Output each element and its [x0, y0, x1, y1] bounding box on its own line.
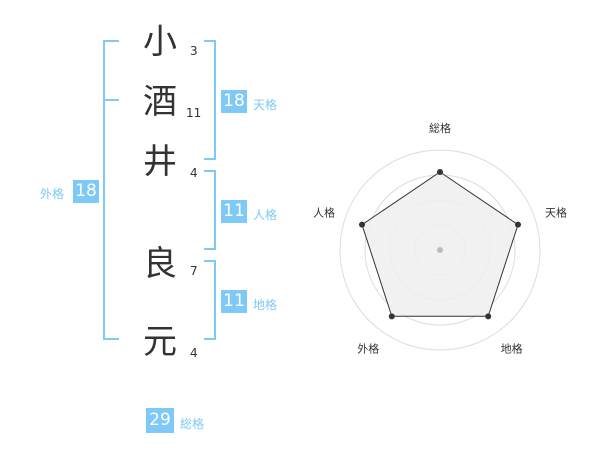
tenkaku-label: 天格 — [253, 98, 278, 112]
radar-point — [359, 221, 366, 228]
name-char-1: 小 — [143, 22, 177, 62]
radar-polygon — [361, 171, 519, 317]
gaikaku-mid-tick — [103, 99, 119, 101]
tenkaku-bracket — [204, 40, 216, 160]
radar-axis-label: 外格 — [357, 342, 379, 356]
soukaku-label: 総格 — [180, 417, 205, 431]
gaikaku-bracket — [103, 40, 119, 340]
tenkaku-value: 18 — [221, 90, 247, 113]
gaikaku-value: 18 — [73, 180, 99, 203]
chikaku-bracket — [204, 260, 216, 340]
jinkaku-bracket — [204, 170, 216, 250]
radar-axis-label: 総格 — [429, 121, 451, 135]
jinkaku-label: 人格 — [253, 208, 278, 222]
stroke-count-5: 4 — [190, 346, 198, 360]
soukaku-value: 29 — [146, 408, 174, 433]
radar-axis-label: 天格 — [545, 205, 567, 219]
radar-center-dot — [437, 247, 443, 253]
stroke-count-2: 11 — [186, 106, 202, 120]
stroke-count-3: 4 — [190, 166, 198, 180]
name-char-2: 酒 — [143, 82, 177, 122]
jinkaku-value: 11 — [221, 200, 247, 223]
chikaku-value: 11 — [221, 290, 247, 313]
radar-points — [359, 169, 521, 320]
stroke-count-4: 7 — [190, 264, 198, 278]
radar-point — [388, 313, 395, 320]
name-char-4: 良 — [143, 244, 177, 284]
chikaku-label: 地格 — [253, 298, 278, 312]
stroke-count-1: 3 — [190, 44, 198, 58]
name-char-3: 井 — [143, 142, 177, 182]
radar-point — [485, 313, 492, 320]
name-char-5: 元 — [143, 322, 177, 362]
radar-ring — [339, 149, 541, 351]
radar-point — [514, 221, 521, 228]
radar-point — [437, 169, 443, 175]
radar-axis-label: 人格 — [313, 205, 335, 219]
gaikaku-label: 外格 — [40, 187, 65, 201]
radar-axis-label: 地格 — [501, 342, 523, 356]
